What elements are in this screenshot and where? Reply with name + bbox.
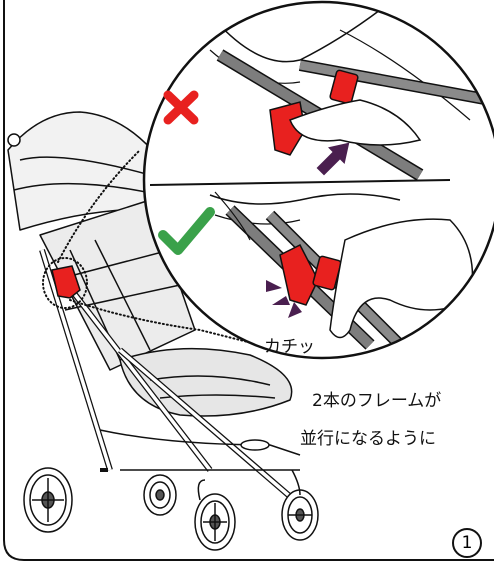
stroller-drawing <box>7 111 319 551</box>
wheel-rear-right <box>143 474 177 516</box>
stroller-latch <box>51 265 81 299</box>
wheel-front-left <box>194 493 236 551</box>
step-number: 1 <box>452 528 482 558</box>
click-burst-icon <box>266 280 302 318</box>
magnified-detail <box>209 9 492 350</box>
check-icon <box>158 207 215 255</box>
instruction-line-1: 2本のフレームが <box>312 391 442 411</box>
click-sound-label: カチッ <box>264 337 315 357</box>
wheel-front-right <box>281 489 319 541</box>
page-border <box>3 0 494 561</box>
cross-icon <box>163 90 199 125</box>
push-arrow-icon <box>316 142 350 176</box>
instruction-line-2: 並行になるように <box>300 429 436 449</box>
state-divider <box>149 179 451 186</box>
magnify-circle-outline <box>142 0 494 360</box>
wheel-rear-left <box>23 467 73 533</box>
